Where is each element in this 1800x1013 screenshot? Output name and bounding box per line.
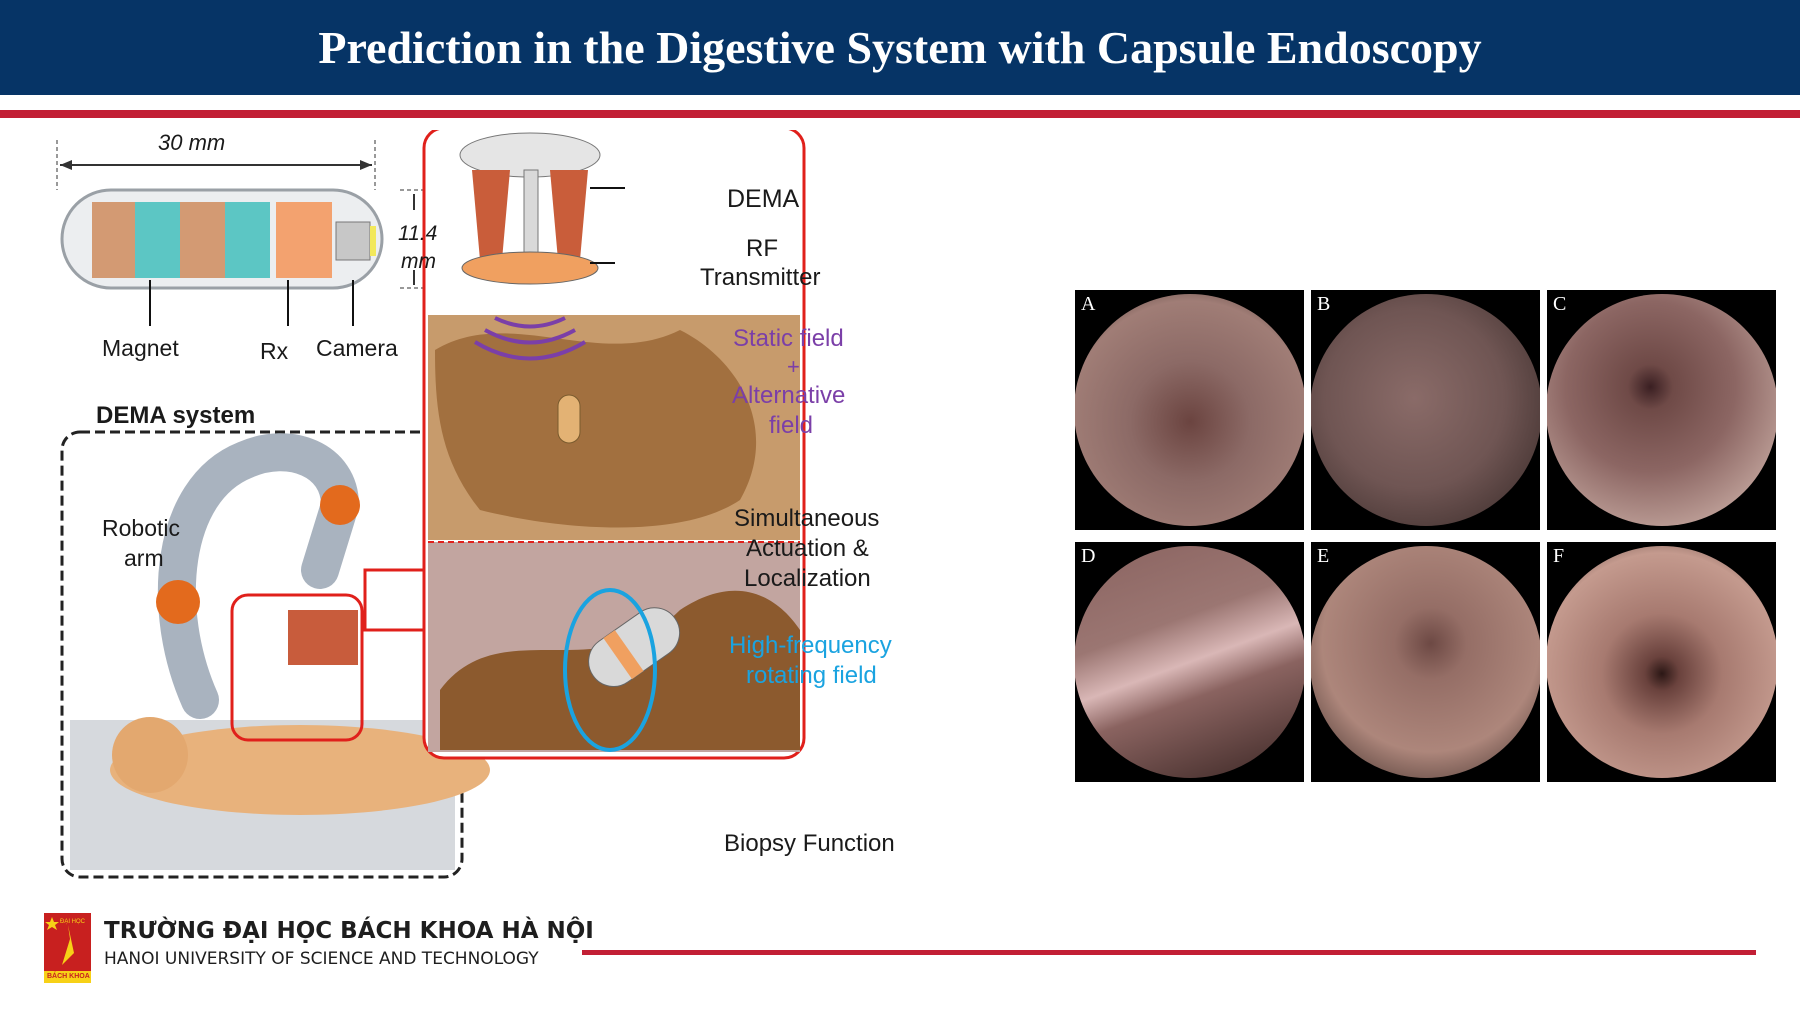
dim-arrow-left-icon — [60, 160, 72, 170]
endoscopy-image-grid: A B C D E F — [1075, 290, 1776, 786]
rotating-field-icon — [563, 588, 657, 752]
plus-label: + — [787, 354, 800, 379]
panel-label-c: C — [1553, 293, 1567, 315]
biopsy-function-label: Biopsy Function — [724, 830, 895, 857]
endoscopy-view — [1075, 546, 1304, 778]
slide-title: Prediction in the Digestive System with … — [318, 22, 1482, 73]
capsule-dema-figure: 30 mm 11.4 mm Magnet Rx Camera DEMA syst… — [40, 126, 940, 880]
static-field-label: Static field — [733, 325, 844, 352]
capsule-segment-2 — [180, 202, 225, 278]
university-logo-mark — [44, 913, 91, 983]
panel-label-e: E — [1317, 545, 1330, 567]
endoscopy-panel-d: D — [1075, 542, 1304, 782]
header-bar — [0, 0, 1800, 95]
dema-end-effector — [288, 610, 358, 665]
field-wave-2-icon — [484, 328, 576, 345]
magnet-label: Magnet — [102, 335, 179, 361]
rotating-field-label-line1: High-frequency — [729, 632, 892, 659]
logo-text-top: ĐẠI HỌC — [60, 919, 86, 925]
capsule-magnet-2 — [225, 202, 270, 278]
patient-head — [112, 717, 188, 793]
field-wave-1-icon — [494, 316, 566, 329]
endoscopy-panel-f: F — [1547, 542, 1776, 782]
endoscopy-panel-c: C — [1547, 290, 1776, 530]
rf-label-line2: Transmitter — [700, 264, 821, 291]
dema-magnet-right — [550, 170, 588, 260]
field-wave-3-icon — [473, 340, 587, 361]
simultaneous-label-line3: Localization — [744, 565, 871, 592]
dema-label: DEMA — [727, 185, 800, 213]
zoom-highlight-box — [230, 593, 364, 742]
panel-label-a: A — [1081, 293, 1096, 315]
robotic-arm-label-line1: Robotic — [102, 515, 180, 541]
university-name-vi: TRƯỜNG ĐẠI HỌC BÁCH KHOA HÀ NỘI — [104, 918, 594, 944]
capsule-magnet-1 — [135, 202, 180, 278]
capsule-in-intestine — [588, 607, 681, 687]
robot-joint-2 — [320, 485, 360, 525]
endoscopy-panel-a: A — [1075, 290, 1304, 530]
patient-body — [110, 725, 490, 815]
dim-arrow-right-icon — [360, 160, 372, 170]
robotic-arm-label-line2: arm — [124, 545, 164, 571]
dema-system-title: DEMA system — [96, 402, 256, 429]
capsule-in-stomach — [557, 394, 581, 444]
simultaneous-label-line1: Simultaneous — [734, 505, 880, 532]
robot-joint-1 — [156, 580, 200, 624]
rf-label-line1: RF — [746, 235, 778, 262]
footer-divider — [582, 950, 1756, 955]
capsule-diameter-unit: mm — [401, 250, 436, 273]
capsule-rx-coil — [276, 202, 332, 278]
capsule-dema-illustration — [56, 126, 806, 879]
rf-transmitter-ring — [461, 251, 599, 285]
field-label: field — [769, 412, 814, 439]
camera-label: Camera — [316, 335, 398, 361]
capsule-diameter-value: 11.4 — [398, 222, 438, 245]
capsule-length-label: 30 mm — [158, 130, 226, 155]
panel-label-f: F — [1553, 545, 1565, 567]
endoscopy-panel-e: E — [1311, 542, 1540, 782]
alternative-label: Alternative — [732, 382, 846, 409]
panel-label-b: B — [1317, 293, 1331, 315]
endoscopy-panel-b: B — [1311, 290, 1540, 530]
capsule-camera — [335, 221, 371, 261]
logo-text-bottom: BÁCH KHOA — [47, 973, 90, 980]
endoscopy-view — [1311, 294, 1540, 526]
simultaneous-label-line2: Actuation & — [746, 535, 869, 562]
endoscopy-view — [1547, 294, 1776, 526]
stomach-cavity — [435, 330, 757, 528]
camera-lens — [370, 226, 376, 256]
university-name-en: HANOI UNIVERSITY OF SCIENCE AND TECHNOLO… — [104, 949, 539, 969]
rotating-field-label-line2: rotating field — [746, 662, 877, 689]
dema-magnet-left — [472, 170, 510, 260]
university-logo: ĐẠI HỌC BÁCH KHOA — [44, 913, 91, 983]
header-divider — [0, 110, 1800, 118]
rx-label: Rx — [260, 338, 289, 364]
endoscopy-view — [1075, 294, 1304, 526]
panel-label-d: D — [1081, 545, 1096, 567]
endoscopy-view — [1311, 546, 1540, 778]
endoscopy-view — [1547, 546, 1776, 778]
dema-system-frame — [60, 430, 464, 879]
